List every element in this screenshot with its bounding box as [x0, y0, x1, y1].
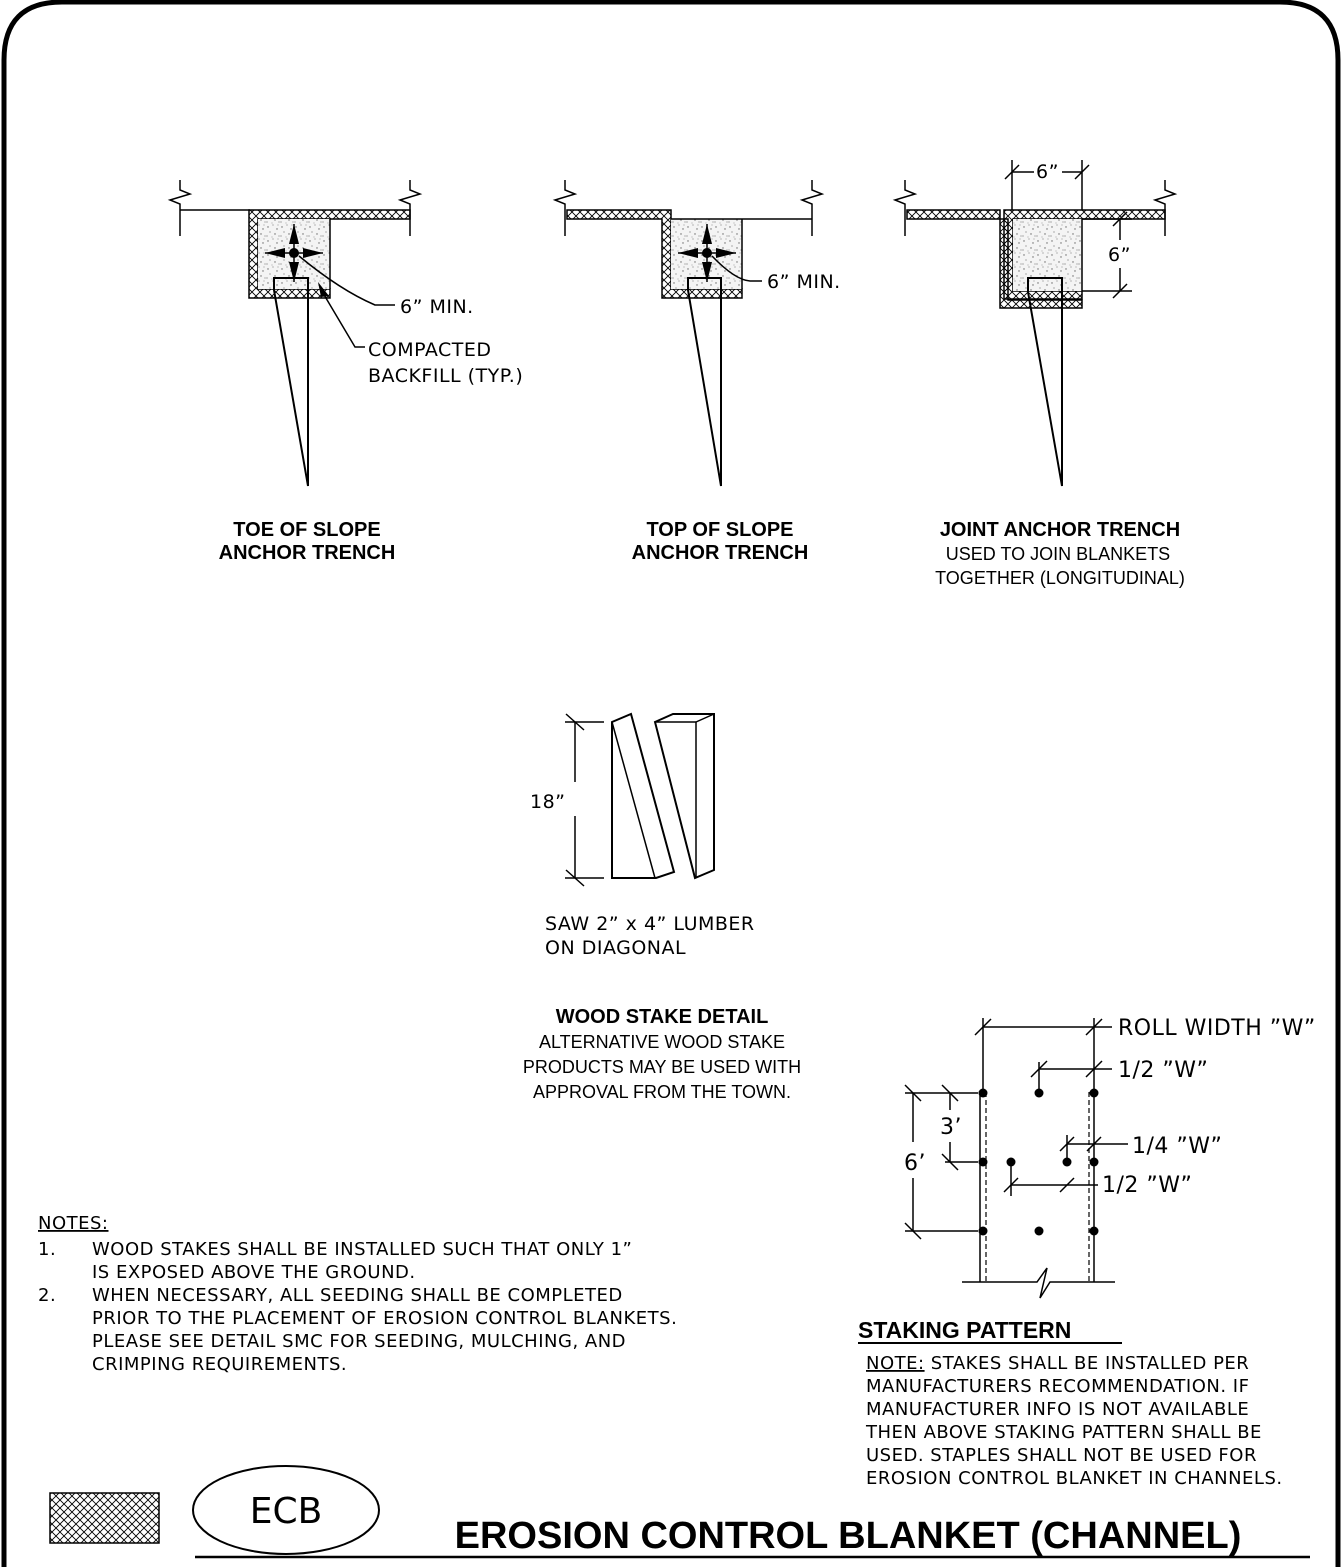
joint-sub-1: USED TO JOIN BLANKETS — [946, 544, 1170, 564]
note-2-line-b: PRIOR TO THE PLACEMENT OF EROSION CONTRO… — [92, 1308, 677, 1329]
stake-saw-2: ON DIAGONAL — [545, 937, 686, 959]
toe-title-2: ANCHOR TRENCH — [219, 542, 396, 564]
staking-note-label: NOTE: — [866, 1353, 925, 1374]
top-title-1: TOP OF SLOPE — [646, 519, 793, 541]
stake-sub-3: APPROVAL FROM THE TOWN. — [533, 1082, 791, 1102]
note-1-line-b: IS EXPOSED ABOVE THE GROUND. — [92, 1262, 416, 1283]
staking-note-line-1: NOTE: STAKES SHALL BE INSTALLED PER — [866, 1353, 1249, 1374]
quarter-w-label: 1/4 ”W” — [1132, 1134, 1222, 1159]
joint-dim-depth: 6” — [1108, 244, 1131, 266]
stake-title: WOOD STAKE DETAIL — [556, 1006, 769, 1028]
detail-code: ECB — [250, 1491, 323, 1532]
notes-heading: NOTES: — [38, 1213, 109, 1234]
toe-title-1: TOE OF SLOPE — [233, 519, 380, 541]
stake-sub-1: ALTERNATIVE WOOD STAKE — [539, 1032, 785, 1052]
toe-backfill-label-1: COMPACTED — [368, 339, 492, 361]
top-title-2: ANCHOR TRENCH — [632, 542, 809, 564]
detail-code-ellipse — [192, 1465, 380, 1555]
toe-min-label: 6” MIN. — [400, 296, 474, 318]
sheet-title: EROSION CONTROL BLANKET (CHANNEL) — [455, 1515, 1242, 1557]
joint-sub-2: TOGETHER (LONGITUDINAL) — [935, 568, 1185, 588]
staking-note-line-4: THEN ABOVE STAKING PATTERN SHALL BE — [865, 1422, 1262, 1443]
top-min-label: 6” MIN. — [767, 271, 841, 293]
staking-title: STAKING PATTERN — [858, 1317, 1071, 1343]
roll-width-label: ROLL WIDTH ”W” — [1118, 1016, 1316, 1041]
joint-title: JOINT ANCHOR TRENCH — [940, 519, 1180, 541]
joint-anchor-diagram — [892, 160, 1178, 487]
note-2-line-a: WHEN NECESSARY, ALL SEEDING SHALL BE COM… — [92, 1285, 623, 1306]
half-w-mid-label: 1/2 ”W” — [1102, 1173, 1192, 1198]
staking-note-line-5: USED. STAPLES SHALL NOT BE USED FOR — [866, 1445, 1257, 1466]
dim-6-label: 6’ — [904, 1151, 926, 1176]
toe-of-slope-diagram — [167, 180, 423, 487]
stake-dim-height: 18” — [530, 791, 566, 813]
note-2-line-d: CRIMPING REQUIREMENTS. — [92, 1354, 347, 1375]
staking-note-line-3: MANUFACTURER INFO IS NOT AVAILABLE — [866, 1399, 1249, 1420]
staking-note-line-6: EROSION CONTROL BLANKET IN CHANNELS. — [866, 1468, 1283, 1489]
note-2-number: 2. — [38, 1285, 56, 1306]
toe-backfill-label-2: BACKFILL (TYP.) — [368, 365, 523, 387]
half-w-top-label: 1/2 ”W” — [1118, 1058, 1208, 1083]
note-1-number: 1. — [38, 1239, 56, 1260]
note-2-line-c: PLEASE SEE DETAIL SMC FOR SEEDING, MULCH… — [92, 1331, 626, 1352]
dim-3-label: 3’ — [940, 1115, 962, 1140]
stake-saw-1: SAW 2” x 4” LUMBER — [545, 913, 755, 935]
stake-sub-2: PRODUCTS MAY BE USED WITH — [523, 1057, 801, 1077]
legend-crosshatch-swatch — [49, 1492, 160, 1544]
staking-note-text-1: STAKES SHALL BE INSTALLED PER — [925, 1353, 1250, 1374]
joint-dim-width: 6” — [1036, 161, 1059, 183]
note-1-line-a: WOOD STAKES SHALL BE INSTALLED SUCH THAT… — [92, 1239, 632, 1260]
staking-pattern-diagram — [904, 1018, 1128, 1299]
wood-stake-diagram — [565, 712, 715, 887]
top-of-slope-diagram — [552, 180, 825, 487]
staking-note-line-2: MANUFACTURERS RECOMMENDATION. IF — [866, 1376, 1249, 1397]
